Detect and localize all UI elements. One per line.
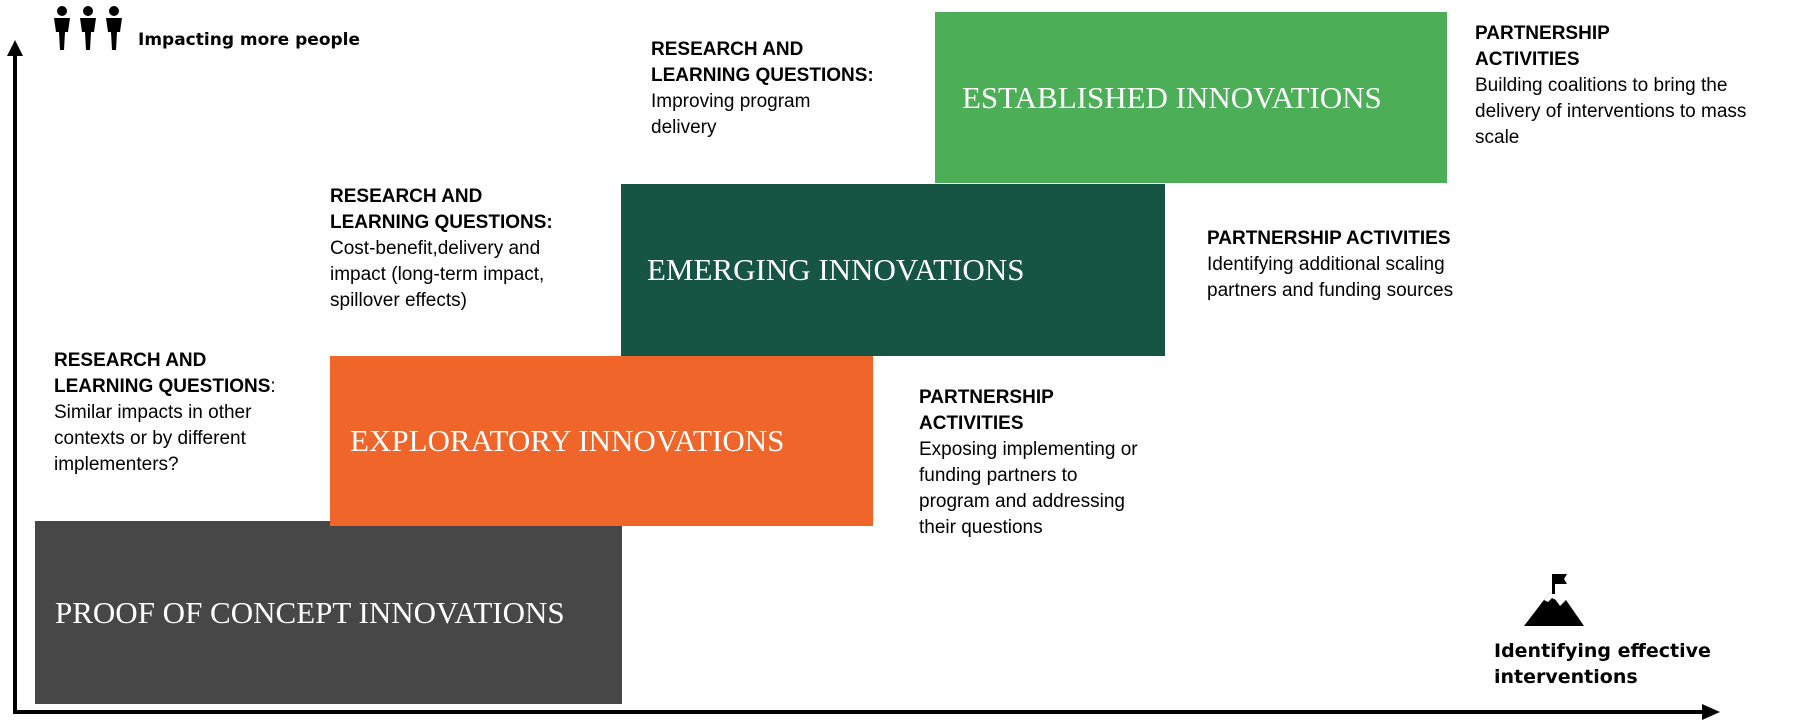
research-heading-line-2: LEARNING QUESTIONS bbox=[54, 376, 271, 397]
emerging-partnership-activities: PARTNERSHIP ACTIVITIES Identifying addit… bbox=[1207, 226, 1507, 304]
research-heading-line-2: LEARNING QUESTIONS: bbox=[330, 212, 553, 233]
proof-of-concept-box: PROOF OF CONCEPT INNOVATIONS bbox=[35, 521, 622, 704]
established-partnership-activities: PARTNERSHIP ACTIVITIES Building coalitio… bbox=[1475, 21, 1785, 151]
research-heading-line-1: RESEARCH AND bbox=[330, 186, 483, 207]
emerging-box: EMERGING INNOVATIONS bbox=[621, 184, 1165, 356]
research-body-line-3: spillover effects) bbox=[330, 290, 467, 311]
partnership-body-line-1: Exposing implementing or bbox=[919, 439, 1138, 460]
partnership-heading: PARTNERSHIP ACTIVITIES bbox=[1207, 228, 1451, 249]
emerging-research-questions: RESEARCH AND LEARNING QUESTIONS: Cost-be… bbox=[330, 184, 600, 314]
exploratory-title: EXPLORATORY INNOVATIONS bbox=[350, 423, 785, 458]
research-body-line-1: Similar impacts in other bbox=[54, 402, 252, 423]
partnership-body-line-1: Building coalitions to bring the bbox=[1475, 75, 1728, 96]
proof-of-concept-title: PROOF OF CONCEPT INNOVATIONS bbox=[55, 594, 565, 630]
research-body-line-2: delivery bbox=[651, 117, 717, 138]
x-axis-label-line-1: Identifying effective bbox=[1494, 640, 1711, 662]
x-axis-label-line-2: interventions bbox=[1494, 666, 1638, 688]
partnership-heading-line-1: PARTNERSHIP bbox=[1475, 23, 1610, 44]
research-body-line-3: implementers? bbox=[54, 454, 179, 475]
established-research-questions: RESEARCH AND LEARNING QUESTIONS: Improvi… bbox=[651, 37, 921, 141]
partnership-body-line-3: scale bbox=[1475, 127, 1520, 148]
partnership-body-line-2: delivery of interventions to mass bbox=[1475, 101, 1747, 122]
x-axis-arrowhead bbox=[1702, 704, 1720, 720]
x-axis-label: Identifying effective interventions bbox=[1494, 638, 1711, 690]
partnership-body-line-2: partners and funding sources bbox=[1207, 280, 1454, 301]
partnership-body-line-4: their questions bbox=[919, 517, 1043, 538]
established-title: ESTABLISHED INNOVATIONS bbox=[962, 79, 1382, 115]
research-body-line-2: impact (long-term impact, bbox=[330, 264, 545, 285]
partnership-body-line-3: program and addressing bbox=[919, 491, 1125, 512]
research-body-line-1: Improving program bbox=[651, 91, 811, 112]
research-heading-punct: : bbox=[270, 376, 276, 397]
partnership-body-line-1: Identifying additional scaling bbox=[1207, 254, 1445, 275]
y-axis-label: Impacting more people bbox=[138, 30, 361, 50]
established-box: ESTABLISHED INNOVATIONS bbox=[935, 12, 1447, 183]
research-heading-line-1: RESEARCH AND bbox=[54, 350, 207, 371]
partnership-heading-line-2: ACTIVITIES bbox=[1475, 49, 1580, 70]
research-body-line-2: contexts or by different bbox=[54, 428, 246, 449]
exploratory-box: EXPLORATORY INNOVATIONS bbox=[330, 356, 873, 526]
research-heading-line-1: RESEARCH AND bbox=[651, 39, 804, 60]
partnership-body-line-2: funding partners to bbox=[919, 465, 1078, 486]
emerging-title: EMERGING INNOVATIONS bbox=[647, 252, 1025, 287]
partnership-heading-line-1: PARTNERSHIP bbox=[919, 387, 1054, 408]
exploratory-research-questions: RESEARCH AND LEARNING QUESTIONS: Similar… bbox=[54, 348, 294, 478]
people-icon bbox=[54, 6, 122, 50]
y-axis-arrowhead bbox=[7, 40, 23, 56]
mountain-flag-icon bbox=[1524, 574, 1584, 626]
research-heading-line-2: LEARNING QUESTIONS: bbox=[651, 65, 874, 86]
research-body-line-1: Cost-benefit,delivery and bbox=[330, 238, 541, 259]
exploratory-partnership-activities: PARTNERSHIP ACTIVITIES Exposing implemen… bbox=[919, 385, 1189, 541]
partnership-heading-line-2: ACTIVITIES bbox=[919, 413, 1024, 434]
